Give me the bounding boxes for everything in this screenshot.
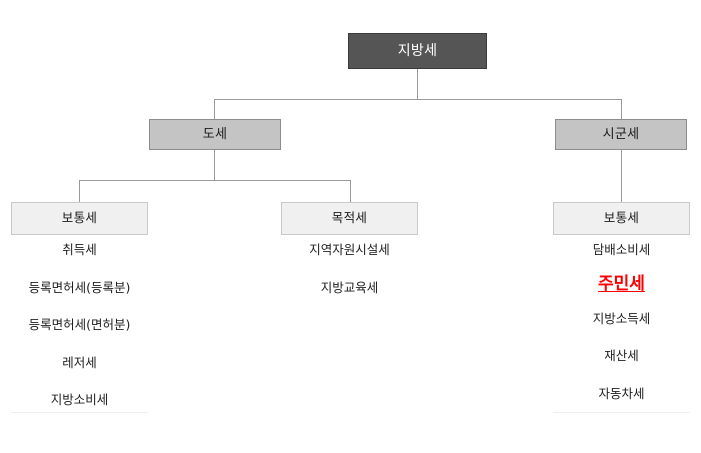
node-dose[interactable]: 도세 (149, 119, 281, 150)
list-item[interactable]: 등록면허세(등록분) (28, 279, 131, 295)
connector-root-span (214, 99, 621, 100)
node-sigunse[interactable]: 시군세 (555, 119, 687, 150)
leaf-column-sigun-botongse: 담배소비세 주민세 지방소득세 재산세 자동차세 (553, 242, 690, 401)
node-do-mokjeokse[interactable]: 목적세 (281, 202, 418, 235)
connector-to-do-mokjeokse (350, 180, 351, 203)
leaf-column-do-mokjeokse: 지역자원시설세 지방교육세 (281, 242, 418, 295)
connector-to-dose (214, 99, 215, 119)
node-sigun-botongse[interactable]: 보통세 (553, 202, 690, 235)
node-sigun-botongse-label: 보통세 (603, 210, 640, 226)
node-do-botongse[interactable]: 보통세 (11, 202, 148, 235)
list-item[interactable]: 자동차세 (598, 385, 645, 401)
list-item[interactable]: 지방소득세 (592, 310, 651, 326)
node-sigunse-label: 시군세 (602, 127, 640, 142)
list-item[interactable]: 지방교육세 (320, 279, 379, 295)
list-item[interactable]: 지방소비세 (50, 392, 109, 407)
node-do-mokjeokse-label: 목적세 (331, 210, 368, 226)
list-item[interactable]: 담배소비세 (592, 242, 651, 257)
list-item[interactable]: 지역자원시설세 (309, 242, 390, 257)
list-item[interactable]: 레저세 (62, 354, 97, 370)
node-root-jibangse[interactable]: 지방세 (348, 33, 487, 69)
leaf-column-do-botongse: 취득세 등록면허세(등록분) 등록면허세(면허분) 레저세 지방소비세 (11, 242, 148, 407)
connector-dose-span (79, 180, 350, 181)
node-dose-label: 도세 (202, 127, 228, 142)
connector-to-sigunse (621, 99, 622, 119)
connector-sigunse-down (621, 149, 622, 203)
node-do-botongse-label: 보통세 (61, 210, 98, 226)
list-item[interactable]: 취득세 (62, 242, 97, 257)
list-item[interactable]: 재산세 (604, 348, 639, 363)
column-rule-left (11, 412, 148, 413)
connector-dose-down (214, 149, 215, 181)
connector-root-down (417, 69, 418, 100)
list-item[interactable]: 등록면허세(면허분) (28, 317, 131, 332)
list-item-highlighted[interactable]: 주민세 (598, 273, 645, 294)
connector-to-do-botongse (79, 180, 80, 203)
column-rule-right (553, 412, 690, 413)
node-root-label: 지방세 (397, 43, 438, 59)
